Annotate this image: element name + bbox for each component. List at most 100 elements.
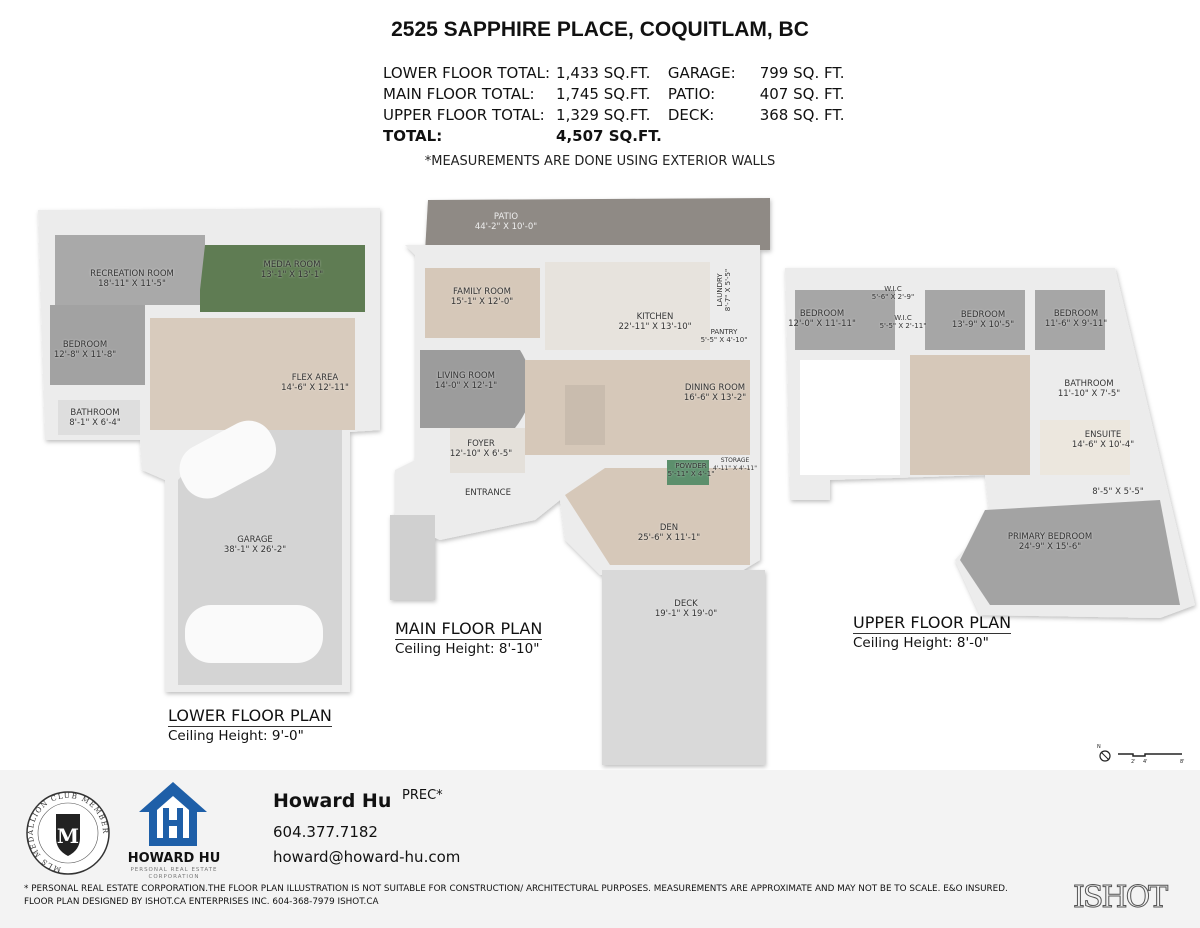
svg-text:M: M [57,824,79,848]
den-floor [565,468,750,565]
north-label: N [1097,744,1101,750]
upper-bedroom-floor [925,290,1025,350]
media-room-floor [200,245,365,312]
grand-total-label: TOTAL: [383,126,443,145]
agent-designation: PREC* [402,788,443,803]
totals-row: MAIN FLOOR TOTAL: 1,745 SQ.FT. PATIO: 407 S… [383,83,851,104]
room-label: ENTRANCE [465,488,511,498]
ensuite-floor [1040,420,1130,475]
totals-extra-value: 368 SQ. FT. [759,105,845,124]
ishot-logo: ISHOT [1072,880,1168,916]
totals-extra-value: 407 SQ. FT. [759,84,845,103]
area-totals-table: LOWER FLOOR TOTAL: 1,433 SQ.FT. GARAGE: 799… [383,62,851,146]
scale-tick: 8' [1180,759,1185,765]
main-floor-plan [390,198,770,765]
primary-bedroom-floor [960,500,1180,605]
totals-label: UPPER FLOOR TOTAL: [383,105,545,124]
totals-extra-label: GARAGE: [667,63,736,82]
upper-bedroom-floor [1035,290,1105,350]
brand-subtitle: PERSONAL REAL ESTATE CORPORATION [130,867,218,880]
recreation-room-floor [55,235,205,305]
totals-row: TOTAL: 4,507 SQ.FT. [383,125,851,146]
car [185,605,323,663]
car [179,420,277,499]
property-address-title: 2525 SAPPHIRE PLACE, COQUITLAM, BC [391,18,809,41]
north-arrow-icon [1099,750,1111,762]
upper-bedroom-floor [795,290,895,350]
grand-total-value: 4,507 SQ.FT. [556,126,662,145]
patio-floor [425,198,770,252]
flex-area-floor [150,318,355,430]
agent-phone[interactable]: 604.377.7182 [273,823,378,841]
north-arrow-scale [1099,750,1182,762]
totals-value: 1,433 SQ.FT. [556,63,651,82]
totals-extra-value: 799 SQ. FT. [759,63,845,82]
totals-extra-label: PATIO: [667,84,716,103]
living-room-floor [420,350,532,428]
lower-floor-plan [38,208,380,692]
disclaimer: * PERSONAL REAL ESTATE CORPORATION.THE F… [24,884,1008,907]
measurement-note: *MEASUREMENTS ARE DONE USING EXTERIOR WA… [424,154,776,169]
totals-label: LOWER FLOOR TOTAL: [383,63,551,82]
howard-hu-house-logo [139,782,207,846]
agent-footer [0,770,1200,928]
totals-value: 1,329 SQ.FT. [556,105,651,124]
foyer-floor [450,428,525,473]
mls-medallion-club-logo: MLS MEDALLION CLUB MEMBER M [26,791,110,875]
totals-value: 1,745 SQ.FT. [556,84,651,103]
scale-bar [1118,753,1182,757]
scale-tick: 2' [1131,759,1136,765]
agent-name: Howard Hu [273,790,392,812]
bathroom-floor [58,400,140,435]
upper-hall-floor [910,355,1030,475]
stairs [565,385,605,445]
floor-plan-drawings [38,198,1195,765]
kitchen-floor [545,262,710,350]
open-to-below [800,360,900,475]
family-room-floor [425,268,540,338]
hall-floor [525,360,750,455]
brand-name: HOWARD HU [127,851,221,866]
room-label: 8'-5" X 5'-5" [1092,487,1144,497]
bedroom-floor [50,305,145,385]
agent-email[interactable]: howard@howard-hu.com [273,848,461,866]
entrance-stairs [390,515,435,600]
upper-floor-plan [785,268,1195,618]
deck-floor [602,570,765,765]
totals-row: UPPER FLOOR TOTAL: 1,329 SQ.FT. DECK: 368 S… [383,104,851,125]
powder-room-floor [667,460,709,485]
totals-label: MAIN FLOOR TOTAL: [383,84,535,103]
scale-tick: 4' [1143,759,1148,765]
totals-row: LOWER FLOOR TOTAL: 1,433 SQ.FT. GARAGE: 799… [383,62,851,83]
totals-extra-label: DECK: [667,105,715,124]
